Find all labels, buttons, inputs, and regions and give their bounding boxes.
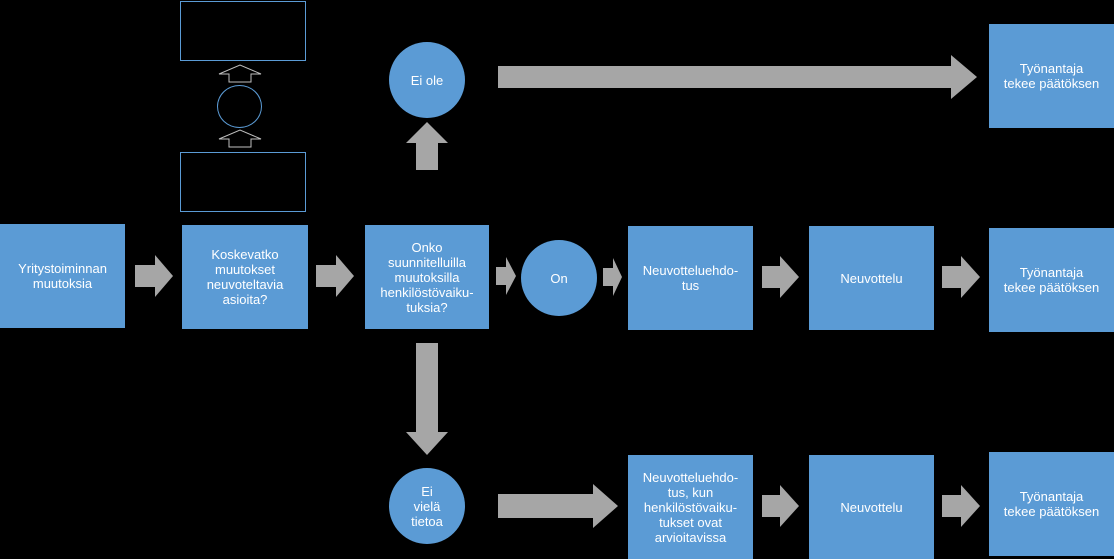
- node-neuvottelu-middle: Neuvottelu: [809, 226, 934, 330]
- node-neuvotteluehdotus: Neuvotteluehdo- tus: [628, 226, 753, 330]
- arrow-right-4: [603, 258, 622, 296]
- node-label: Neuvottelu: [840, 270, 903, 286]
- node-label: Neuvotteluehdo- tus, kun henkilöstövaiku…: [642, 469, 739, 545]
- arrow-right-2: [316, 255, 354, 297]
- node-label: Työnantaja tekee päätöksen: [1003, 61, 1100, 91]
- node-ei-viela-tietoa: Ei vielä tietoa: [389, 468, 465, 544]
- node-onko-henkilostovaikutuksia: Onko suunnitelluilla muutoksilla henkilö…: [365, 225, 489, 329]
- outline-box-bottom: [180, 152, 306, 212]
- node-neuvotteluehdotus-kun-arvioitavissa: Neuvotteluehdo- tus, kun henkilöstövaiku…: [628, 455, 753, 559]
- node-on: On: [521, 240, 597, 316]
- node-label: Työnantaja tekee päätöksen: [1003, 265, 1100, 295]
- node-label: Neuvottelu: [840, 499, 903, 515]
- node-label: Onko suunnitelluilla muutoksilla henkilö…: [380, 239, 474, 315]
- node-koskevatko-muutokset: Koskevatko muutokset neuvoteltavia asioi…: [182, 225, 308, 329]
- arrow-right-8: [942, 485, 980, 527]
- node-tyonantaja-middle: Työnantaja tekee päätöksen: [989, 228, 1114, 332]
- arrow-right-1: [135, 255, 173, 297]
- node-label: Koskevatko muutokset neuvoteltavia asioi…: [206, 247, 284, 307]
- node-yritystoiminnan-muutoksia: Yritystoiminnan muutoksia: [0, 224, 125, 328]
- arrow-right-7: [762, 485, 799, 527]
- node-label: Yritystoiminnan muutoksia: [18, 261, 107, 291]
- arrow-right-3: [496, 257, 516, 295]
- arrow-down-ei-viela: [406, 343, 448, 455]
- arrow-long-top: [498, 55, 977, 99]
- node-tyonantaja-top: Työnantaja tekee päätöksen: [989, 24, 1114, 128]
- arrow-long-bottom: [498, 484, 618, 528]
- node-tyonantaja-bottom: Työnantaja tekee päätöksen: [989, 452, 1114, 556]
- arrow-right-5: [762, 256, 799, 298]
- arrow-right-6: [942, 256, 980, 298]
- node-label: On: [550, 270, 568, 286]
- outline-circle: [217, 85, 262, 128]
- outline-up-arrow-lower: [218, 129, 262, 148]
- outline-box-top: [180, 1, 306, 61]
- node-label: Ei vielä tietoa: [411, 483, 443, 529]
- node-label: Ei ole: [410, 72, 444, 88]
- node-label: Neuvotteluehdo- tus: [642, 263, 739, 293]
- node-label: Työnantaja tekee päätöksen: [1003, 489, 1100, 519]
- outline-up-arrow-upper: [218, 64, 262, 83]
- arrow-up-ei-ole: [406, 122, 448, 170]
- node-neuvottelu-bottom: Neuvottelu: [809, 455, 934, 559]
- node-ei-ole: Ei ole: [389, 42, 465, 118]
